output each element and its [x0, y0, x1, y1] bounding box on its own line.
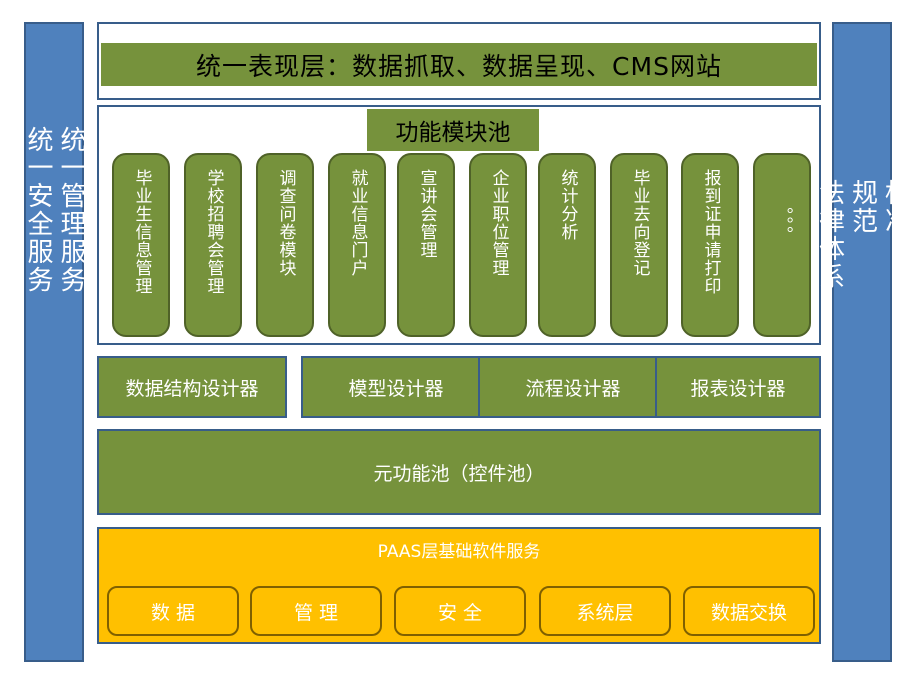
paas-item-label: 数据交换 [710, 601, 787, 624]
module-label: 统计分析 [557, 169, 578, 241]
paas-item-system-layer: 系统层 [539, 586, 671, 636]
module-label: 企业职位管理 [488, 169, 509, 277]
module-pool-title: 功能模块池 [367, 109, 539, 151]
module-label: 毕业去向登记 [629, 169, 650, 277]
paas-item-label: 数 据 [150, 601, 196, 624]
module-pool-title-text: 功能模块池 [395, 120, 511, 146]
right-sidebar-text: 标准 规范 法律体系 [814, 179, 911, 291]
paas-item-security: 安 全 [394, 586, 526, 636]
module-label: 。。。 [772, 207, 793, 244]
right-sidebar-standards: 标准 规范 法律体系 [815, 22, 911, 662]
module-statistics: 统计分析 [538, 153, 596, 337]
module-label: 学校招聘会管理 [203, 169, 224, 295]
paas-layer-title: PAAS层基础软件服务 [377, 542, 541, 562]
paas-item-label: 管 理 [293, 601, 339, 624]
module-presentation-mgmt: 宣讲会管理 [397, 153, 455, 337]
designer-label: 流程设计器 [525, 377, 621, 400]
presentation-layer-band: 统一表现层：数据抓取、数据呈现、CMS网站 [101, 43, 817, 86]
designer-label: 模型设计器 [348, 377, 444, 400]
paas-item-data-exchange: 数据交换 [683, 586, 815, 636]
module-company-positions: 企业职位管理 [469, 153, 527, 337]
module-job-fair: 学校招聘会管理 [184, 153, 242, 337]
module-label: 毕业生信息管理 [131, 169, 152, 295]
designer-model: 模型设计器 [301, 356, 491, 418]
presentation-layer-text: 统一表现层：数据抓取、数据呈现、CMS网站 [196, 51, 722, 81]
designer-report: 报表设计器 [655, 356, 821, 418]
paas-item-management: 管 理 [250, 586, 382, 636]
module-label: 就业信息门户 [347, 169, 368, 277]
designer-label: 数据结构设计器 [125, 377, 259, 400]
module-label: 报到证申请打印 [700, 169, 721, 295]
meta-function-pool: 元功能池（控件池） [97, 429, 821, 515]
module-report-certificate: 报到证申请打印 [681, 153, 739, 337]
module-destination-registration: 毕业去向登记 [610, 153, 668, 337]
left-sidebar-management-security: 统一管理服务 统一安全服务 [23, 22, 86, 662]
module-label: 宣讲会管理 [416, 169, 437, 259]
designer-data-structure: 数据结构设计器 [97, 356, 287, 418]
designer-workflow: 流程设计器 [478, 356, 668, 418]
designer-label: 报表设计器 [690, 377, 786, 400]
module-more: 。。。 [753, 153, 811, 337]
meta-function-pool-text: 元功能池（控件池） [373, 462, 545, 485]
module-survey: 调查问卷模块 [256, 153, 314, 337]
module-pool-frame: 功能模块池 毕业生信息管理 学校招聘会管理 调查问卷模块 就业信息门户 宣讲会管… [97, 105, 821, 345]
presentation-layer-frame: 统一表现层：数据抓取、数据呈现、CMS网站 [97, 22, 821, 100]
module-graduate-info: 毕业生信息管理 [112, 153, 170, 337]
module-employment-portal: 就业信息门户 [328, 153, 386, 337]
paas-layer: PAAS层基础软件服务 数 据 管 理 安 全 系统层 数据交换 [97, 527, 821, 644]
module-label: 调查问卷模块 [275, 169, 296, 277]
paas-item-label: 系统层 [576, 601, 634, 624]
paas-item-label: 安 全 [437, 601, 483, 624]
paas-item-data: 数 据 [107, 586, 239, 636]
left-sidebar-text: 统一管理服务 统一安全服务 [23, 126, 86, 294]
